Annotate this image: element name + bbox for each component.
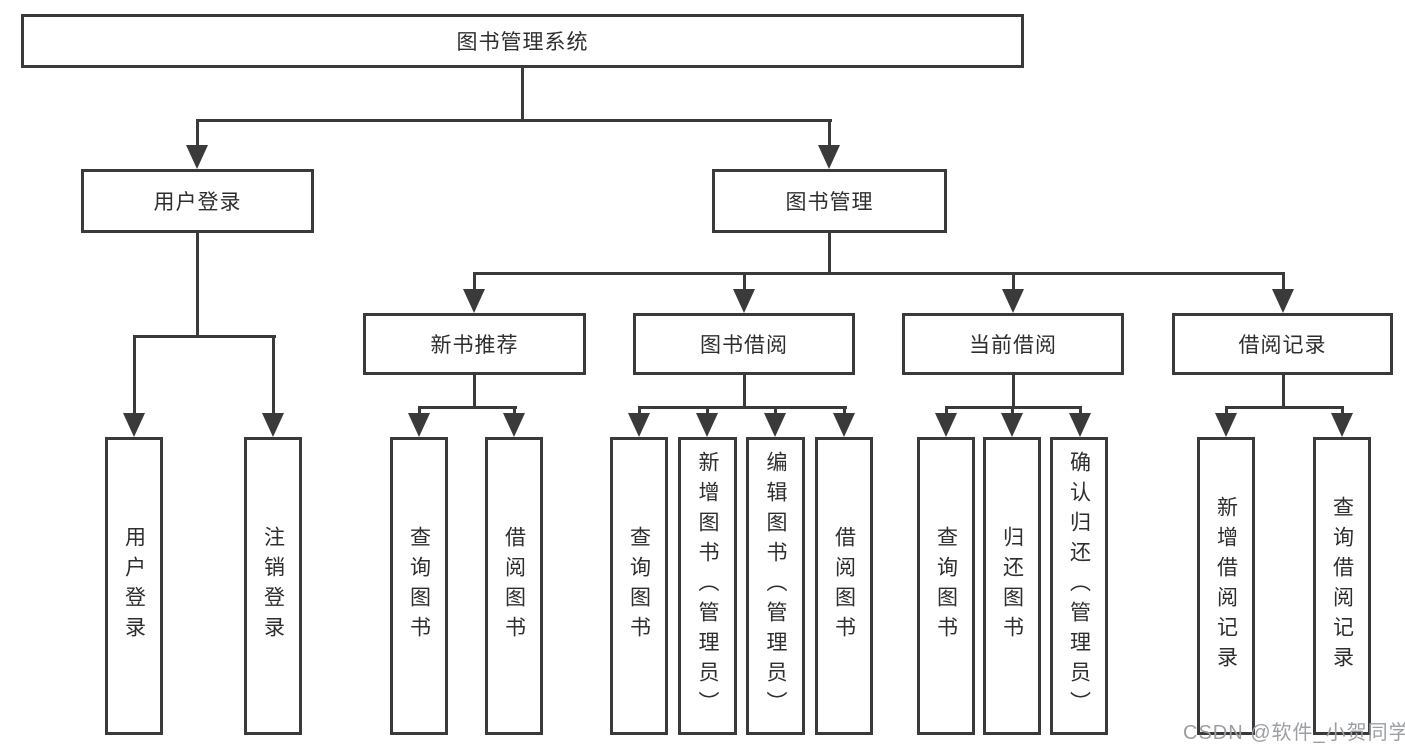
arrow-down-icon (123, 413, 145, 437)
arrow-down-icon (935, 413, 957, 437)
arrow-down-icon (1331, 413, 1353, 437)
connector-line (1341, 406, 1344, 416)
leaf-add-books-admin-label: 新增图书（管理员） (696, 451, 719, 721)
arrow-down-icon (1002, 289, 1024, 313)
node-current-borrowing-label: 当前借阅 (969, 334, 1057, 357)
arrow-down-icon (463, 289, 485, 313)
connector-line (828, 119, 831, 149)
node-borrowing-records: 借阅记录 (1172, 313, 1393, 375)
connector-line (828, 232, 831, 275)
connector-line (1282, 272, 1285, 292)
leaf-borrow-books-1: 借阅图书 (485, 437, 543, 735)
connector-line (133, 335, 136, 417)
connector-line (945, 406, 948, 416)
connector-line (843, 406, 846, 416)
connector-line (743, 375, 746, 408)
watermark: CSDN @软件_小贺同学 (1183, 722, 1405, 744)
connector-line (521, 68, 524, 122)
leaf-add-borrow-record: 新增借阅记录 (1197, 437, 1255, 735)
arrow-down-icon (1069, 413, 1091, 437)
connector-line (196, 119, 832, 122)
connector-line (418, 406, 517, 409)
arrow-down-icon (186, 145, 208, 169)
connector-line (473, 272, 476, 292)
node-book-borrowing: 图书借阅 (633, 313, 855, 375)
leaf-logout: 注销登录 (244, 437, 302, 735)
node-user-login: 用户登录 (81, 169, 314, 233)
arrow-down-icon (408, 413, 430, 437)
node-book-management-label: 图书管理 (785, 191, 874, 214)
leaf-borrow-books-1-label: 借阅图书 (502, 526, 526, 646)
arrow-down-icon (833, 413, 855, 437)
leaf-borrow-books-2-label: 借阅图书 (832, 526, 856, 646)
arrow-down-icon (696, 413, 718, 437)
arrow-down-icon (764, 413, 786, 437)
connector-line (133, 335, 276, 338)
connector-line (473, 375, 476, 408)
connector-line (272, 335, 275, 417)
leaf-edit-books-admin-label: 编辑图书（管理员） (764, 451, 787, 721)
leaf-user-login: 用户登录 (105, 437, 163, 735)
connector-line (638, 406, 847, 409)
connector-line (1011, 406, 1014, 416)
leaf-query-borrow-record: 查询借阅记录 (1313, 437, 1371, 735)
node-user-login-label: 用户登录 (153, 191, 242, 214)
connector-line (638, 406, 641, 416)
leaf-query-borrow-record-label: 查询借阅记录 (1330, 496, 1354, 676)
leaf-return-books-label: 归还图书 (1000, 526, 1024, 646)
leaf-logout-label: 注销登录 (261, 526, 285, 646)
leaf-query-books-1: 查询图书 (390, 437, 448, 735)
leaf-edit-books-admin: 编辑图书（管理员） (746, 437, 805, 735)
leaf-query-books-2: 查询图书 (610, 437, 668, 735)
leaf-user-login-label: 用户登录 (122, 526, 146, 646)
arrow-down-icon (1215, 413, 1237, 437)
connector-line (1012, 272, 1015, 292)
leaf-return-books: 归还图书 (983, 437, 1041, 735)
node-root: 图书管理系统 (21, 14, 1024, 68)
node-new-book-recommend-label: 新书推荐 (430, 334, 519, 357)
arrow-down-icon (1001, 413, 1023, 437)
connector-line (1079, 406, 1082, 416)
arrow-down-icon (818, 145, 840, 169)
arrow-down-icon (503, 413, 525, 437)
arrow-down-icon (262, 413, 284, 437)
leaf-confirm-return-admin-label: 确认归还（管理员） (1067, 451, 1091, 721)
connector-line (774, 406, 777, 416)
connector-line (743, 272, 746, 292)
node-book-borrowing-label: 图书借阅 (700, 334, 788, 357)
connector-line (196, 119, 199, 149)
arrow-down-icon (733, 289, 755, 313)
leaf-borrow-books-2: 借阅图书 (815, 437, 873, 735)
connector-line (196, 233, 199, 338)
leaf-query-books-3: 查询图书 (917, 437, 975, 735)
node-new-book-recommend: 新书推荐 (363, 313, 586, 375)
leaf-confirm-return-admin: 确认归还（管理员） (1050, 437, 1108, 735)
node-borrowing-records-label: 借阅记录 (1238, 334, 1327, 357)
leaf-add-borrow-record-label: 新增借阅记录 (1214, 496, 1238, 676)
node-book-management: 图书管理 (712, 169, 947, 233)
connector-line (1225, 406, 1228, 416)
connector-line (418, 406, 421, 416)
node-root-label: 图书管理系统 (456, 31, 589, 54)
leaf-query-books-2-label: 查询图书 (627, 526, 651, 646)
node-current-borrowing: 当前借阅 (902, 313, 1124, 375)
connector-line (1282, 375, 1285, 408)
arrow-down-icon (1272, 289, 1294, 313)
connector-line (513, 406, 516, 416)
leaf-query-books-1-label: 查询图书 (407, 526, 431, 646)
connector-line (706, 406, 709, 416)
connector-line (1012, 375, 1015, 408)
leaf-add-books-admin: 新增图书（管理员） (678, 437, 737, 735)
leaf-query-books-3-label: 查询图书 (934, 526, 958, 646)
connector-line (473, 272, 1285, 275)
connector-line (1225, 406, 1344, 409)
arrow-down-icon (628, 413, 650, 437)
